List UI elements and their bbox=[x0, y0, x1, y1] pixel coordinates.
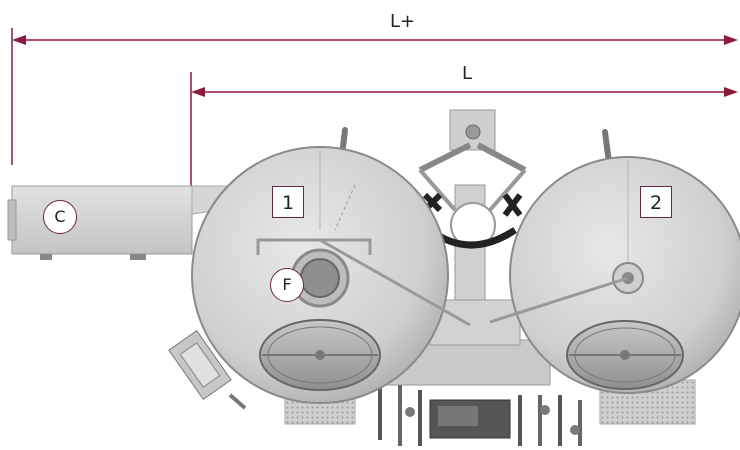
vessel-2 bbox=[489, 129, 740, 394]
bottom-pipework bbox=[378, 385, 582, 446]
vessel-1-label: 1 bbox=[272, 186, 304, 218]
dimension-label-l: L bbox=[462, 63, 473, 84]
side-hatch bbox=[168, 329, 247, 410]
vessel-2-label: 2 bbox=[640, 186, 672, 218]
vessel-1 bbox=[191, 127, 471, 404]
dimension-l-plus bbox=[11, 28, 738, 165]
c-callout: C bbox=[43, 200, 77, 234]
dimension-label-l-plus: L+ bbox=[390, 11, 416, 32]
f-callout: F bbox=[270, 268, 304, 302]
